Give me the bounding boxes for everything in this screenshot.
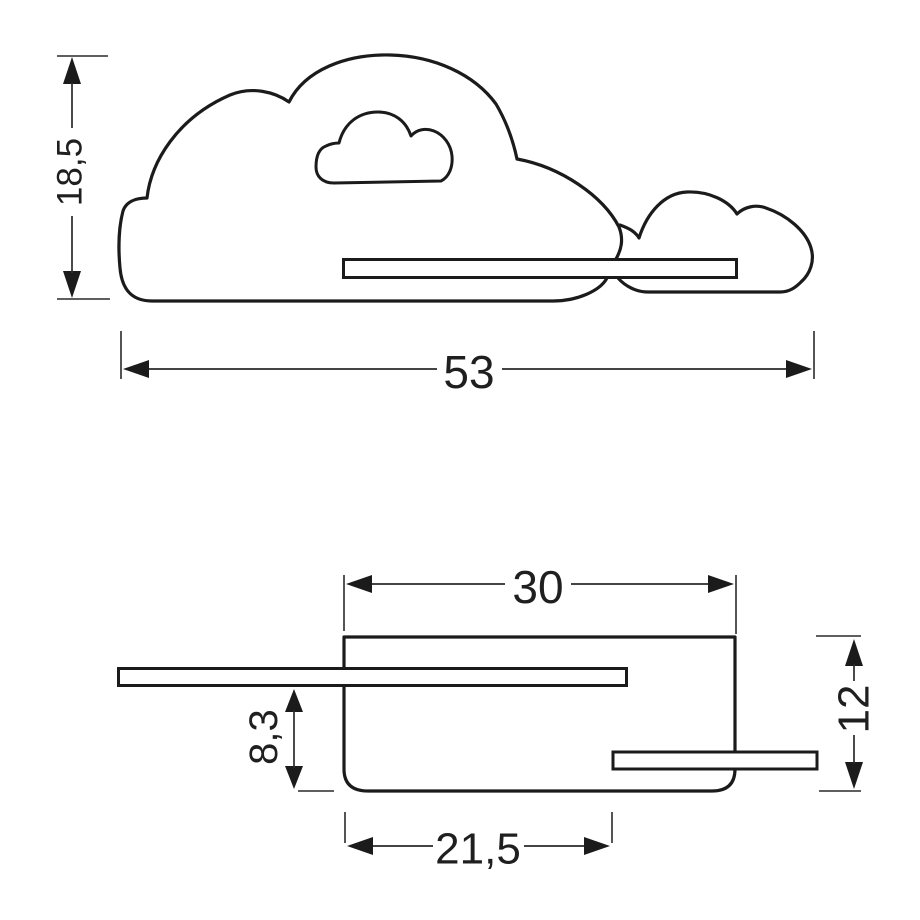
arrow-left-icon: [347, 837, 373, 855]
shelf-board-side-long: [117, 667, 628, 687]
arrow-right-icon: [708, 575, 734, 593]
shelf-board-side-lower: [611, 750, 819, 771]
dim-label-shelf-offset: 8,3: [242, 709, 286, 765]
arrow-down-icon: [845, 762, 863, 789]
dimension-side-bottom-width: 21,5: [344, 812, 613, 874]
dim-label-side-height: 12: [830, 685, 879, 734]
dim-label-side-bottom-width: 21,5: [435, 825, 521, 874]
front-view: 18,5 53: [51, 53, 815, 398]
dimension-side-top-width: 30: [343, 561, 737, 634]
arrow-right-icon: [584, 837, 610, 855]
shelf-board-front: [342, 258, 738, 279]
arrow-down-icon: [285, 766, 303, 789]
lamp-body-side-outline: [342, 635, 737, 793]
small-cloud-outline: [616, 190, 814, 294]
inner-cloud-cutout-outline: [314, 110, 454, 185]
dimension-shelf-offset: 8,3: [242, 689, 334, 792]
dimension-front-width: 53: [120, 331, 815, 398]
dimension-side-height: 12: [816, 635, 879, 792]
big-cloud-outline: [117, 53, 624, 303]
dim-label-front-width: 53: [443, 346, 494, 398]
arrow-left-icon: [346, 575, 372, 593]
arrow-up-icon: [285, 689, 303, 712]
dimension-front-height: 18,5: [51, 55, 110, 300]
arrow-up-icon: [845, 639, 863, 666]
arrow-down-icon: [63, 271, 81, 298]
arrow-left-icon: [123, 360, 149, 378]
dim-label-front-height: 18,5: [51, 138, 90, 206]
arrow-up-icon: [63, 57, 81, 84]
arrow-right-icon: [786, 360, 812, 378]
dim-label-side-top-width: 30: [512, 561, 563, 613]
side-view: 30 12 8,3 21,5: [117, 561, 879, 874]
